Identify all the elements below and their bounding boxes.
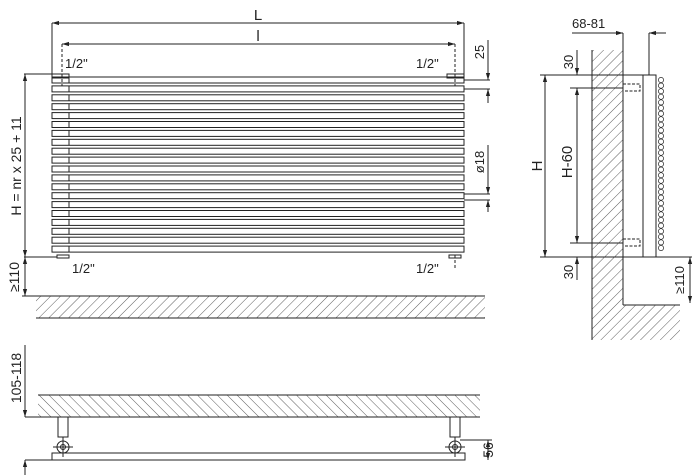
tube-section — [658, 133, 664, 139]
wall-hatch-top — [38, 395, 480, 417]
tube-section — [658, 222, 664, 229]
radiator-top-profile — [51, 452, 466, 461]
tube-section — [658, 77, 664, 83]
tube-diameter-label: ø18 — [472, 151, 487, 173]
tube-section — [658, 172, 664, 179]
bottom-offset-label: 30 — [561, 265, 576, 279]
tube-section — [658, 155, 664, 162]
tube-section — [658, 200, 664, 207]
radiator-tube — [51, 201, 465, 209]
connection-top-right-label: 1/2" — [416, 56, 439, 71]
floor-clearance-label: ≥110 — [6, 262, 22, 292]
radiator-tube — [51, 85, 465, 93]
depth-label: 105-118 — [8, 353, 24, 404]
radiator-tube — [51, 227, 465, 235]
radiator-tubes — [51, 76, 465, 253]
floor-hatch — [36, 296, 485, 318]
tube-section — [658, 99, 664, 106]
tube-section — [658, 239, 664, 246]
wall-hatch — [592, 50, 623, 340]
length-label: L — [254, 7, 262, 24]
radiator-tube — [51, 129, 465, 137]
radiator-tube — [51, 138, 465, 146]
side-view: 68-81 H H-60 30 30 ≥110 — [529, 16, 693, 340]
radiator-tube — [51, 192, 465, 200]
connection-top-left-label: 1/2" — [65, 56, 88, 71]
connection-bottom-left-label: 1/2" — [72, 261, 95, 276]
radiator-tube — [51, 112, 465, 120]
floor-hatch-side — [623, 305, 680, 340]
bracket-bottom — [622, 238, 641, 247]
radiator-tube — [51, 103, 465, 111]
pipe-left — [57, 416, 69, 438]
radiator-tube — [51, 210, 465, 217]
tube-section — [658, 138, 664, 145]
tube-section — [658, 116, 664, 123]
bracket-distance-label: H-60 — [559, 146, 576, 179]
radiator-tube — [51, 183, 465, 191]
radiator-tube — [51, 76, 465, 84]
tube-section — [658, 217, 664, 223]
side-floor-clearance-label: ≥110 — [672, 266, 687, 294]
height-formula-label: H = nr x 25 + 11 — [8, 116, 24, 216]
radiator-tube — [51, 245, 465, 253]
tube-section — [658, 166, 664, 173]
radiator-tube — [51, 236, 465, 244]
tube-section — [658, 189, 664, 195]
tube-section — [658, 183, 664, 190]
centre-distance-label: l — [256, 28, 259, 45]
axis-offset-label: 56 — [480, 442, 496, 458]
tube-section — [658, 233, 664, 240]
radiator-tube — [51, 121, 465, 128]
tube-section — [658, 110, 664, 117]
radiator-tube — [51, 218, 465, 226]
top-view: 105-118 56 — [8, 345, 496, 475]
tube-section — [658, 127, 664, 134]
tube-pitch-label: 25 — [472, 45, 487, 59]
tube-section — [658, 144, 664, 151]
radiator-tube — [51, 165, 465, 173]
tube-sections — [658, 77, 664, 251]
tube-section — [658, 161, 664, 167]
wall-distance-label: 68-81 — [572, 16, 605, 31]
tube-section — [658, 205, 664, 212]
pipe-right — [449, 416, 461, 438]
radiator-tube — [51, 156, 465, 164]
radiator-tube — [51, 174, 465, 182]
radiator-side-profile — [622, 74, 657, 258]
tube-section — [658, 228, 664, 235]
top-offset-label: 30 — [561, 55, 576, 69]
bracket-top — [622, 83, 641, 92]
tube-section — [658, 88, 664, 95]
tube-section — [658, 177, 664, 184]
tube-section — [658, 149, 664, 156]
tube-section — [658, 93, 664, 100]
tube-section — [658, 105, 664, 111]
radiator-tube — [51, 147, 465, 155]
left-header-top — [51, 73, 70, 79]
tube-section — [658, 245, 664, 251]
tube-section — [658, 194, 664, 201]
left-header-bottom — [56, 254, 70, 259]
tube-section — [658, 211, 664, 218]
tube-section — [658, 121, 664, 128]
front-view: L l 1/2" 1/2" 1/2" 1/2" H = nr x 25 + 11… — [6, 7, 491, 319]
connection-bottom-right-label: 1/2" — [416, 261, 439, 276]
tube-section — [658, 82, 664, 89]
radiator-tube — [51, 94, 465, 102]
height-label: H — [529, 161, 546, 172]
